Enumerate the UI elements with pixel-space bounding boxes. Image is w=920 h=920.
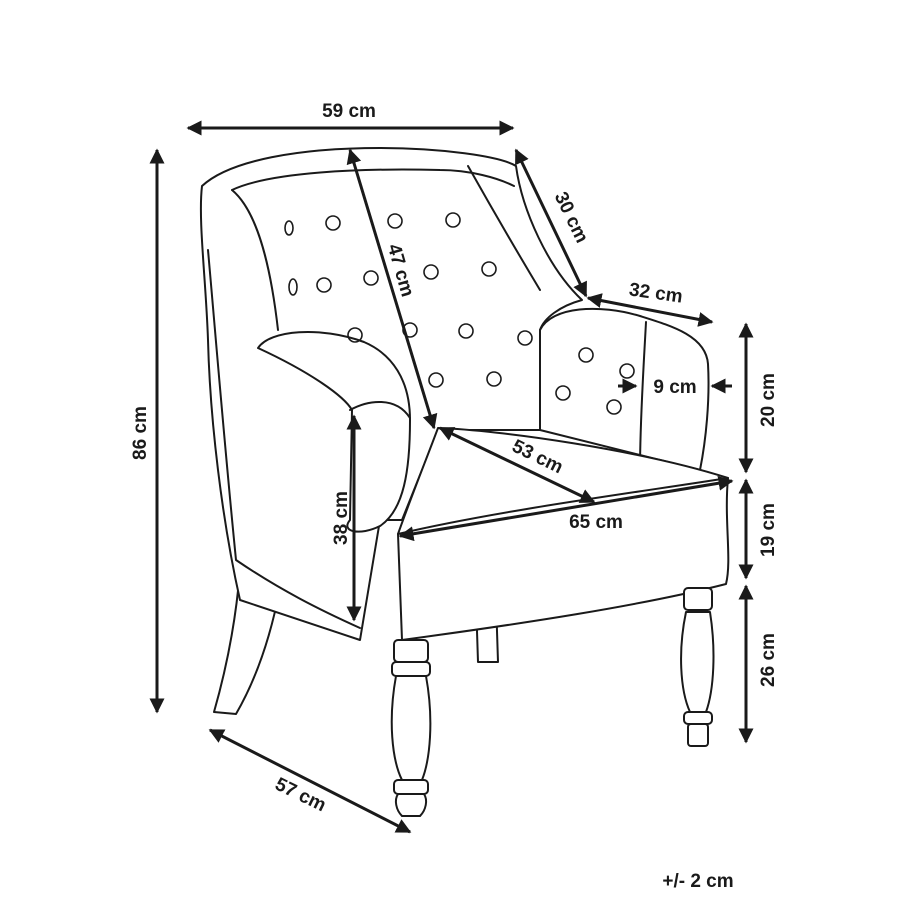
front-right-leg — [680, 587, 715, 747]
label-armrest-height: 20 cm — [758, 373, 779, 427]
label-armrest-depth: 32 cm — [628, 279, 684, 307]
left-wing — [231, 189, 279, 331]
dim-line-arm-depth — [586, 293, 714, 327]
dim-line-seat-width — [398, 475, 734, 542]
label-height: 86 cm — [130, 406, 151, 460]
label-tolerance: +/- 2 cm — [662, 871, 733, 892]
label-seat-thickness: 19 cm — [758, 503, 779, 557]
label-width: 59 cm — [322, 101, 376, 122]
right-arm-front — [639, 321, 647, 471]
front-left-leg — [390, 639, 432, 817]
dim-line-backrest — [346, 148, 438, 430]
left-side-panel — [207, 249, 361, 629]
label-leg-height: 26 cm — [758, 633, 779, 687]
label-armrest-top: 30 cm — [550, 189, 592, 247]
armchair-illustration — [199, 147, 730, 817]
dimension-lines — [149, 120, 754, 834]
dim-line-depth — [208, 728, 412, 834]
label-seat-height: 38 cm — [331, 491, 352, 545]
label-seat-width: 65 cm — [569, 512, 623, 533]
label-depth: 57 cm — [272, 774, 330, 816]
label-armrest-width: 9 cm — [653, 377, 696, 398]
dim-line-arm-top — [514, 148, 588, 298]
